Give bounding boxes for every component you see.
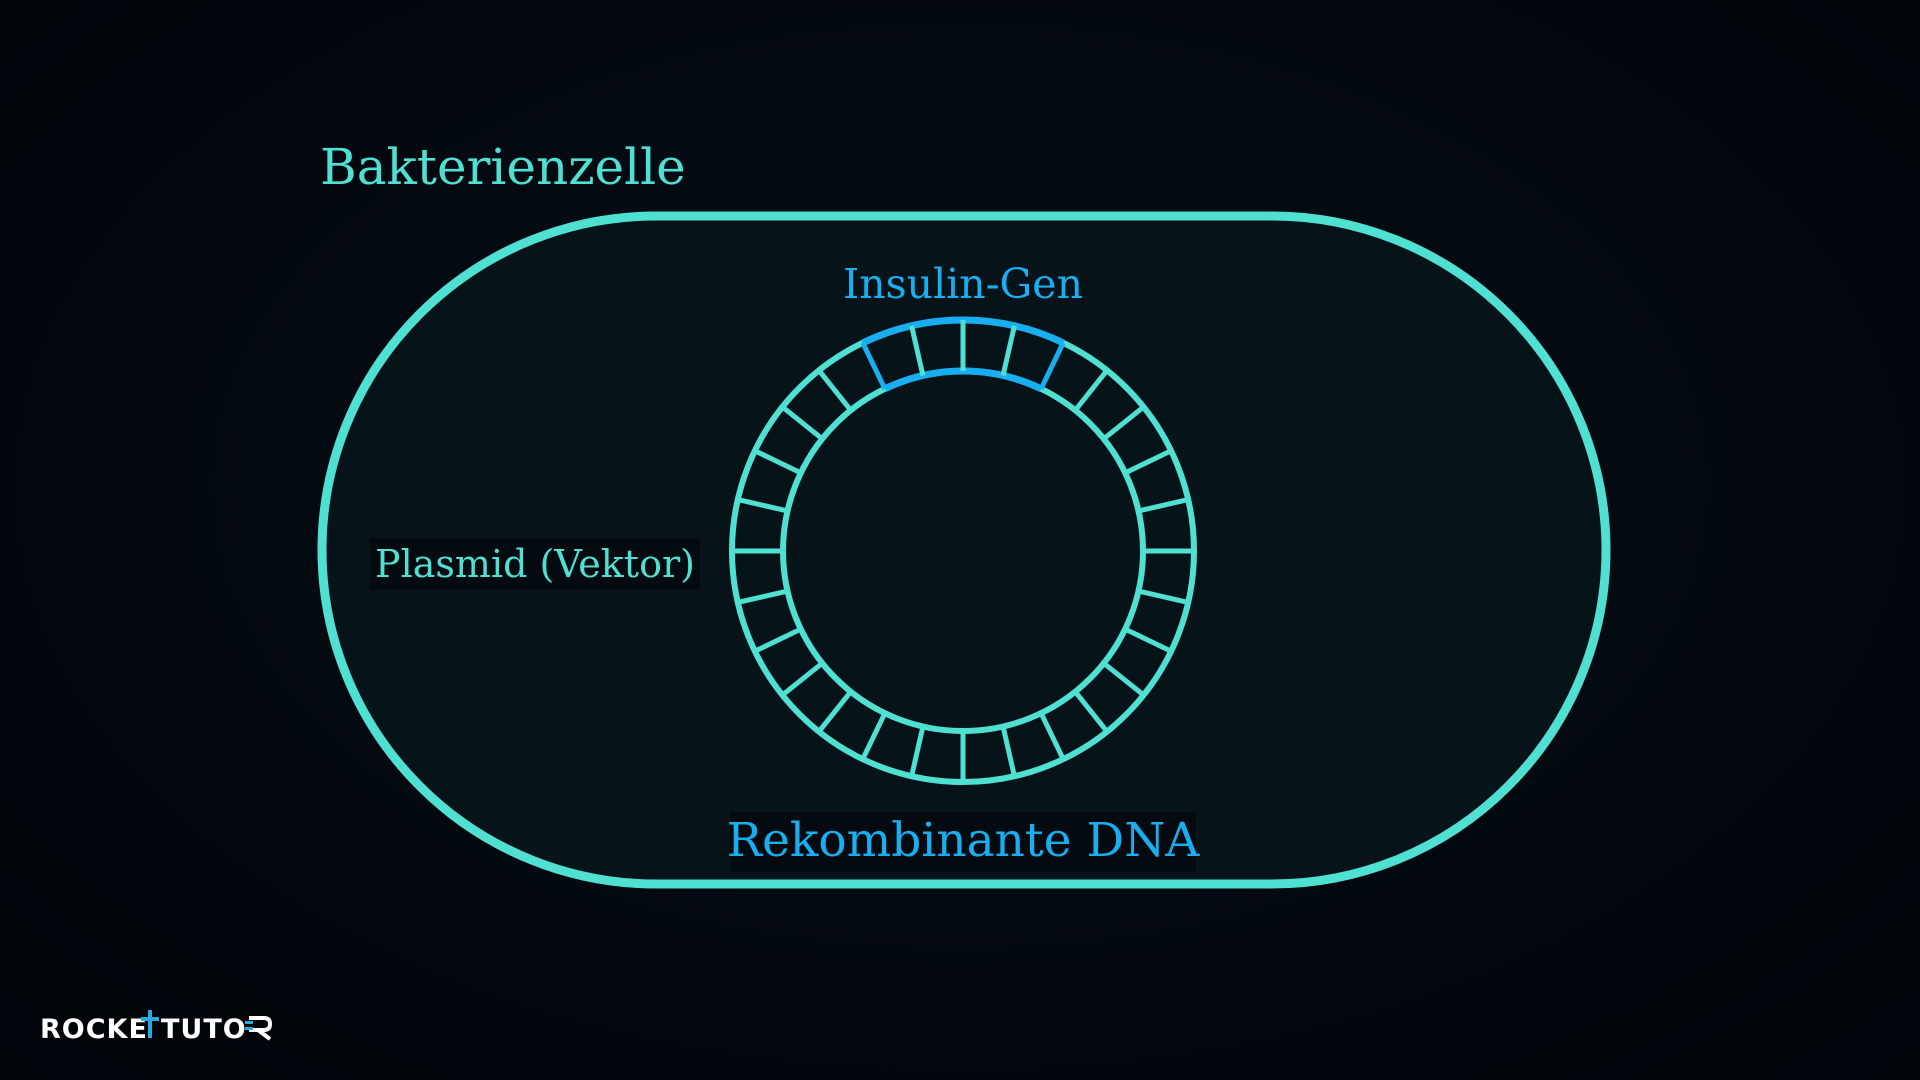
plasmid-divider bbox=[1137, 497, 1189, 514]
plasmid-divider bbox=[737, 588, 789, 605]
plasmid-dividers bbox=[732, 320, 1194, 782]
plasmid-divider bbox=[780, 405, 824, 441]
plasmid-divider bbox=[1124, 448, 1173, 476]
plasmid-divider bbox=[909, 725, 926, 777]
plasmid-divider bbox=[860, 712, 888, 761]
result-label-bg bbox=[730, 812, 1196, 872]
plasmid-divider bbox=[1073, 368, 1109, 412]
plasmid-divider bbox=[1038, 341, 1066, 390]
plasmid-label-bg bbox=[370, 538, 700, 590]
plasmid-divider bbox=[1000, 325, 1017, 377]
cell-label: Bakterienzelle bbox=[320, 138, 686, 196]
plasmid-divider bbox=[1137, 588, 1189, 605]
rockettutor-logo: ROCKE TUTO bbox=[40, 1010, 273, 1045]
bacterial-cell-outline bbox=[317, 211, 1611, 889]
plasmid-divider bbox=[817, 690, 853, 734]
logo-text-left: ROCKE bbox=[40, 1014, 148, 1045]
plasmid-divider bbox=[753, 626, 802, 654]
logo-r-icon bbox=[245, 1016, 273, 1041]
plasmid-divider bbox=[1124, 626, 1173, 654]
result-label: Rekombinante DNA bbox=[727, 813, 1201, 868]
plasmid-divider bbox=[1038, 712, 1066, 761]
logo-text-right: TUTO bbox=[161, 1014, 247, 1045]
gene-label: Insulin-Gen bbox=[843, 260, 1083, 308]
plasmid-divider bbox=[753, 448, 802, 476]
plasmid-divider bbox=[1102, 405, 1146, 441]
plasmid-label: Plasmid (Vektor) bbox=[375, 542, 695, 586]
plasmid-divider bbox=[1000, 725, 1017, 777]
plasmid-divider bbox=[860, 341, 888, 390]
plasmid-divider bbox=[780, 661, 824, 697]
gene-label-bg bbox=[842, 256, 1084, 306]
plasmid-divider bbox=[737, 497, 789, 514]
plasmid-divider bbox=[817, 368, 853, 412]
plasmid-divider bbox=[909, 325, 926, 377]
logo-plus-icon bbox=[141, 1010, 159, 1038]
plasmid-divider bbox=[1073, 690, 1109, 734]
gene-inner-arc bbox=[883, 367, 1043, 392]
plasmid-ring bbox=[729, 316, 1197, 785]
plasmid-divider bbox=[1102, 661, 1146, 697]
